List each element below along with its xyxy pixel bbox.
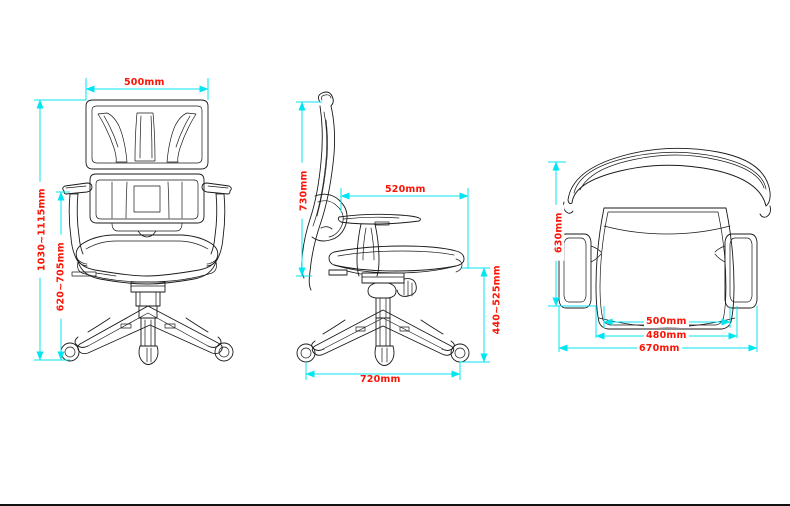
front-seat-height-label: 620~705mm [55, 234, 66, 319]
front-overall-height-label: 1030~1115mm [36, 181, 47, 278]
side-base-width-label: 720mm [358, 374, 403, 385]
top-view-dimensions [548, 161, 758, 352]
top-overall-width-label: 670mm [637, 343, 682, 354]
side-seat-depth-label: 520mm [383, 184, 428, 195]
side-seat-height-label: 440~525mm [491, 257, 502, 342]
side-view-dimensions [296, 101, 490, 380]
top-seat-width-inner-label: 500mm [644, 316, 689, 327]
side-back-height-label: 730mm [298, 162, 309, 219]
front-width-label: 500mm [122, 77, 167, 88]
sheet-bottom-border [0, 504, 790, 506]
side-view-chair [296, 91, 470, 366]
front-view-chair [60, 99, 234, 365]
top-depth-label: 630mm [553, 204, 564, 261]
top-seat-width-outer-label: 480mm [644, 330, 689, 341]
top-view-chair [558, 147, 771, 330]
